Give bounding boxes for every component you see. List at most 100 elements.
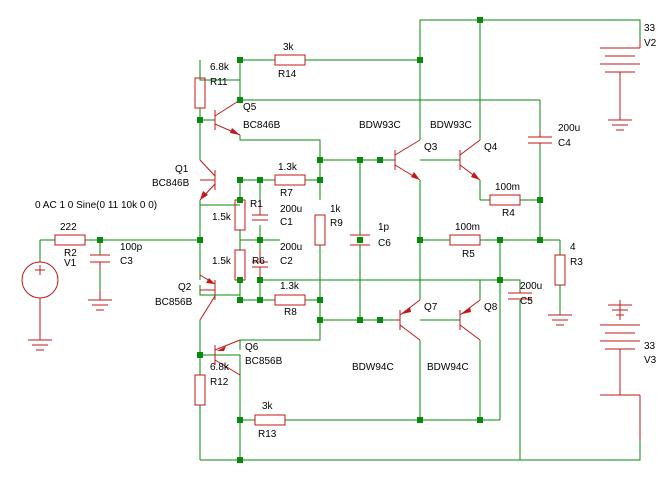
wires bbox=[39, 19, 641, 461]
label-c3-value: 100p bbox=[120, 242, 143, 253]
label-r8-value: 1.3k bbox=[280, 281, 300, 292]
junction-dot bbox=[417, 57, 423, 63]
junction-dot bbox=[197, 117, 203, 123]
resistor-r6 bbox=[234, 249, 246, 281]
transistor-q4 bbox=[459, 139, 481, 181]
label-q4-model: BDW93C bbox=[430, 120, 472, 131]
resistor-r4 bbox=[489, 194, 521, 206]
junction-dot bbox=[317, 317, 323, 323]
label-q2-model: BC856B bbox=[155, 297, 193, 308]
junction-dot bbox=[377, 317, 383, 323]
label-c5: C5 bbox=[520, 296, 533, 307]
label-q1-model: BC846B bbox=[152, 178, 190, 189]
battery-v2 bbox=[600, 40, 641, 131]
label-q5: Q5 bbox=[243, 102, 257, 113]
label-r1-value: 1.5k bbox=[212, 212, 232, 223]
junction-dot bbox=[237, 177, 243, 183]
label-q4: Q4 bbox=[484, 142, 498, 153]
junction-dot bbox=[237, 297, 243, 303]
label-r4-value: 100m bbox=[495, 182, 520, 193]
label-r3-value: 4 bbox=[570, 242, 576, 253]
label-q6-model: BC856B bbox=[245, 356, 283, 367]
capacitor-c4 bbox=[528, 130, 552, 145]
label-r14-value: 3k bbox=[283, 42, 295, 53]
resistor-r11 bbox=[194, 77, 206, 109]
label-r11-value: 6.8k bbox=[210, 62, 230, 73]
junction-dot bbox=[257, 237, 263, 243]
resistor-r2 bbox=[54, 234, 86, 246]
label-r12: R12 bbox=[210, 377, 229, 388]
label-r13-value: 3k bbox=[262, 401, 274, 412]
label-q8: Q8 bbox=[484, 302, 498, 313]
label-c4-value: 200u bbox=[558, 123, 580, 134]
junctions bbox=[97, 17, 543, 463]
label-c5-value: 200u bbox=[520, 281, 542, 292]
junction-dot bbox=[237, 277, 243, 283]
junction-dot bbox=[257, 297, 263, 303]
junction-dot bbox=[237, 57, 243, 63]
label-q7: Q7 bbox=[424, 302, 438, 313]
junction-dot bbox=[237, 197, 243, 203]
transistor-q3 bbox=[394, 139, 421, 181]
label-c3: C3 bbox=[120, 256, 133, 267]
junction-dot bbox=[317, 177, 323, 183]
junction-dot bbox=[357, 317, 363, 323]
junction-dot bbox=[197, 237, 203, 243]
label-v2: V2 bbox=[644, 38, 657, 49]
label-q3-model: BDW93C bbox=[359, 120, 401, 131]
components bbox=[21, 40, 641, 440]
label-q8-model: BDW94C bbox=[427, 362, 469, 373]
label-source-spec: 0 AC 1 0 Sine(0 11 10k 0 0) bbox=[35, 200, 157, 211]
transistor-q5 bbox=[214, 99, 241, 136]
label-q5-model: BC846B bbox=[243, 120, 281, 131]
labels: 3k R14 6.8k R11 Q5 BC846B Q1 BC846B 1.3k… bbox=[35, 23, 657, 440]
label-v2-value: 33 bbox=[644, 23, 656, 34]
battery-v3 bbox=[600, 300, 641, 440]
transistor-q8 bbox=[459, 299, 481, 341]
label-v1: V1 bbox=[64, 258, 77, 269]
label-q3: Q3 bbox=[424, 142, 438, 153]
label-r7-value: 1.3k bbox=[278, 162, 298, 173]
label-r8: R8 bbox=[284, 307, 297, 318]
junction-dot bbox=[537, 197, 543, 203]
label-r9: R9 bbox=[330, 218, 343, 229]
label-c6-value: 1p bbox=[378, 222, 390, 233]
label-q6: Q6 bbox=[245, 342, 259, 353]
resistor-r13 bbox=[254, 414, 286, 426]
resistor-r5 bbox=[449, 234, 481, 246]
label-r7: R7 bbox=[280, 188, 293, 199]
label-c1: C1 bbox=[280, 217, 293, 228]
transistor-q2 bbox=[199, 274, 216, 321]
resistor-r7 bbox=[274, 174, 306, 186]
junction-dot bbox=[537, 237, 543, 243]
label-r13: R13 bbox=[258, 429, 277, 440]
label-r11: R11 bbox=[210, 77, 228, 88]
junction-dot bbox=[257, 177, 263, 183]
junction-dot bbox=[357, 157, 363, 163]
resistor-r12 bbox=[194, 374, 206, 406]
resistor-r8 bbox=[274, 294, 306, 306]
label-r9-value: 1k bbox=[330, 204, 342, 215]
junction-dot bbox=[237, 457, 243, 463]
label-c2-value: 200u bbox=[280, 242, 302, 253]
transistor-q6 bbox=[214, 339, 241, 376]
junction-dot bbox=[497, 237, 503, 243]
junction-dot bbox=[317, 297, 323, 303]
junction-dot bbox=[257, 277, 263, 283]
label-r2: R2 bbox=[64, 248, 77, 259]
resistor-r3 bbox=[554, 254, 566, 286]
label-r1: R1 bbox=[250, 199, 263, 210]
label-r3: R3 bbox=[570, 257, 583, 268]
junction-dot bbox=[97, 237, 103, 243]
label-r5: R5 bbox=[462, 249, 475, 260]
capacitor-c5 bbox=[508, 290, 532, 300]
resistor-r14 bbox=[274, 54, 306, 66]
junction-dot bbox=[477, 17, 483, 23]
label-v3-value: 33 bbox=[644, 341, 656, 352]
junction-dot bbox=[417, 237, 423, 243]
label-r6: R6 bbox=[252, 256, 265, 267]
transistor-q1 bbox=[199, 159, 216, 201]
junction-dot bbox=[237, 97, 243, 103]
ground-c3 bbox=[88, 290, 112, 311]
